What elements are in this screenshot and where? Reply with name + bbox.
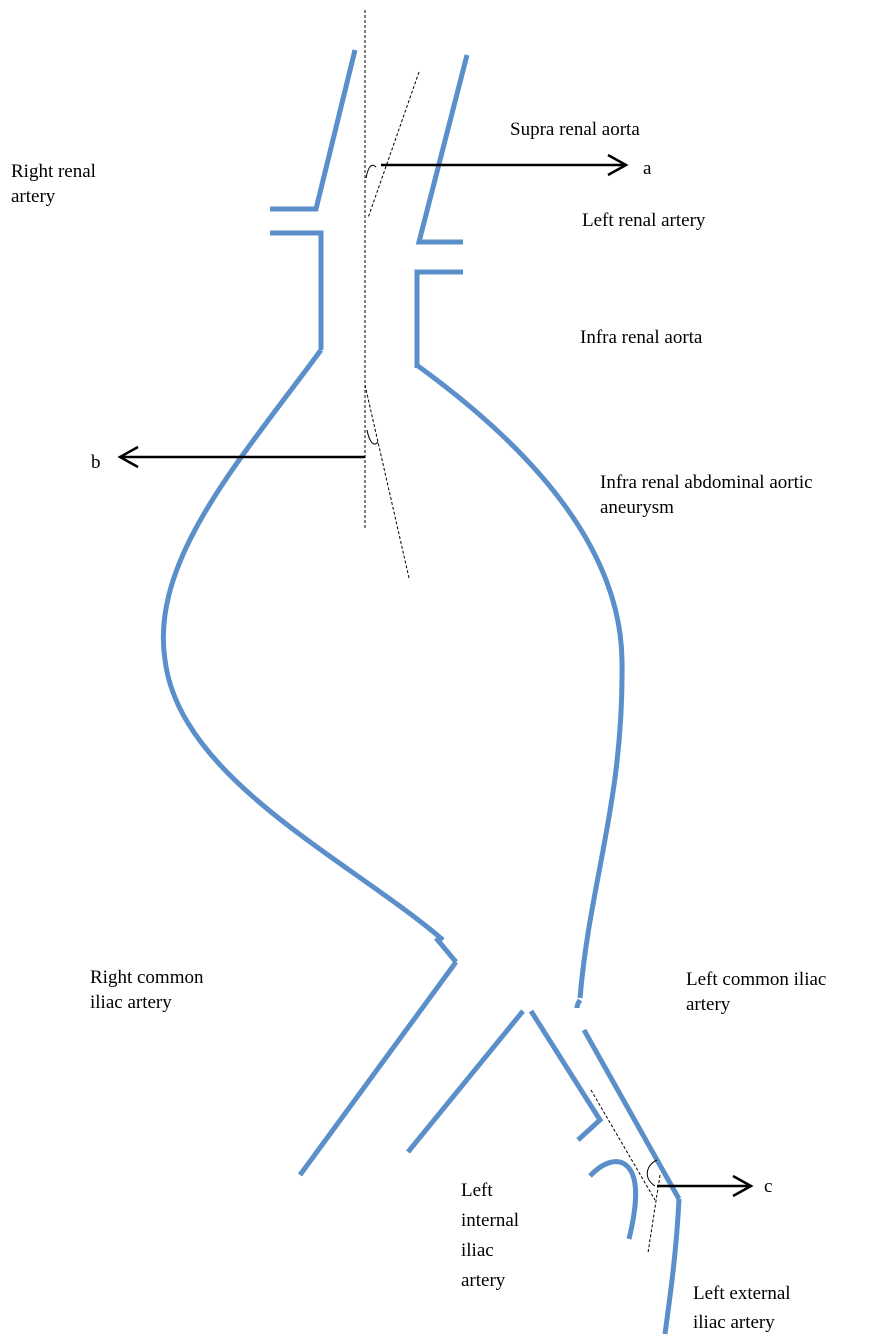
- aneurysm-left-tip: [577, 1000, 580, 1008]
- label-supra-renal-aorta: Supra renal aorta: [510, 117, 640, 142]
- label-left-renal-artery: Left renal artery: [582, 208, 705, 233]
- aneurysm-neck-axis-line: [365, 385, 409, 578]
- marker-c: c: [764, 1174, 772, 1199]
- left-common-iliac-medial-wall: [408, 1011, 523, 1152]
- supra-renal-aorta-left-wall: [419, 55, 467, 242]
- left-common-iliac-inner-wall: [531, 1011, 600, 1140]
- infra-renal-aorta-right-wall: [270, 233, 321, 350]
- left-internal-iliac-wall: [590, 1162, 636, 1239]
- marker-b: b: [91, 450, 101, 475]
- angle-arc-b: [367, 430, 378, 444]
- infra-renal-aorta-left-wall: [417, 272, 463, 368]
- right-common-iliac-outer-wall: [300, 962, 456, 1175]
- marker-a: a: [643, 156, 651, 181]
- pointer-arrows: [120, 155, 751, 1196]
- angle-construction-lines: [365, 10, 660, 1253]
- label-left-external-iliac: Left external iliac artery: [693, 1279, 791, 1337]
- aneurysm-right-tip: [436, 938, 456, 962]
- label-left-internal-iliac: Left internal iliac artery: [461, 1176, 519, 1296]
- label-right-common-iliac: Right common iliac artery: [90, 965, 203, 1015]
- label-infra-renal-aaa: Infra renal abdominal aortic aneurysm: [600, 470, 813, 520]
- angle-arc-a: [366, 165, 376, 178]
- vessel-walls: [163, 50, 679, 1334]
- label-infra-renal-aorta: Infra renal aorta: [580, 325, 702, 350]
- suprarenal-axis-line: [368, 72, 419, 218]
- angle-arcs: [366, 165, 657, 1186]
- left-external-iliac-wall: [665, 1199, 679, 1334]
- supra-renal-aorta-right-wall: [270, 50, 355, 209]
- external-iliac-axis-line-a: [591, 1090, 655, 1200]
- aneurysm-left-wall: [418, 366, 622, 998]
- label-right-renal-artery: Right renal artery: [11, 159, 96, 209]
- angle-arc-c: [647, 1160, 657, 1186]
- aneurysm-right-wall: [163, 350, 443, 940]
- label-left-common-iliac: Left common iliac artery: [686, 967, 826, 1017]
